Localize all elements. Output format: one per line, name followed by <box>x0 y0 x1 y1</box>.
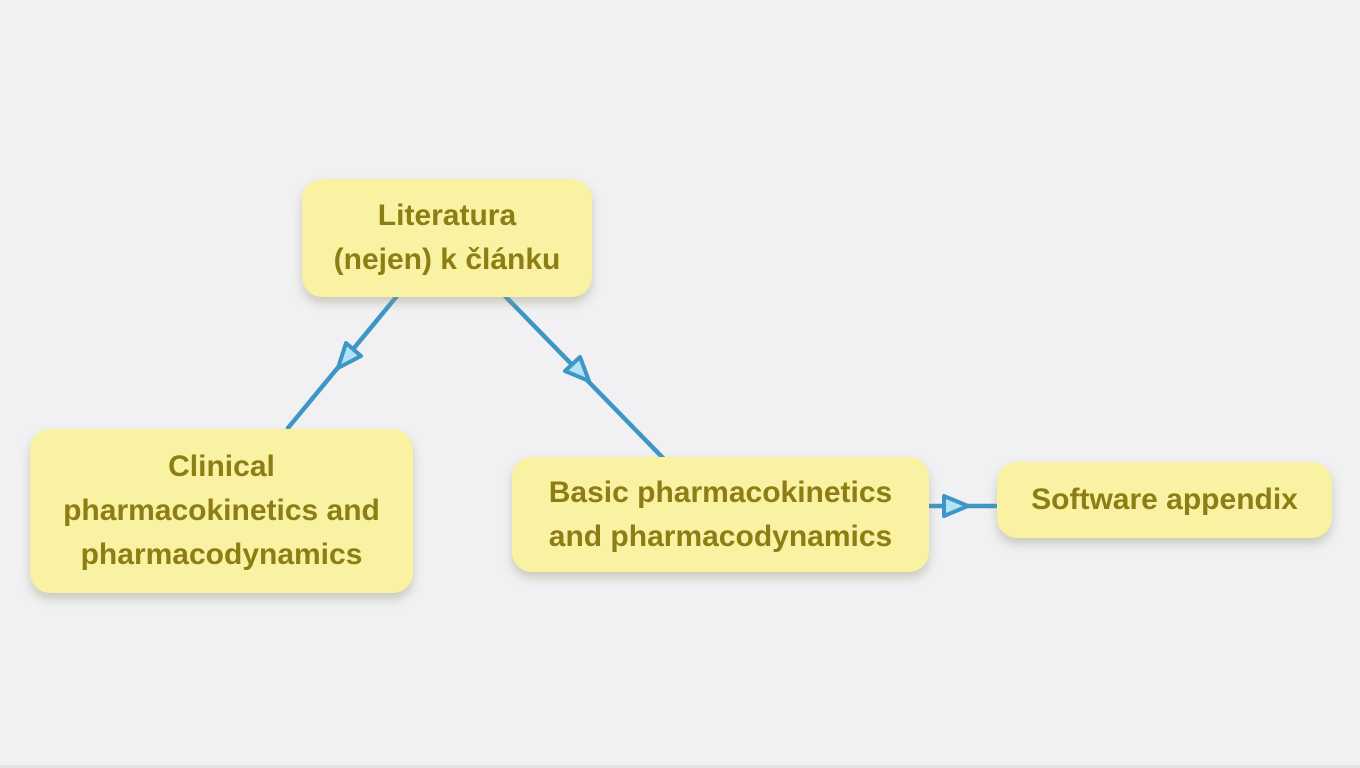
arrowhead-down-right-icon <box>563 355 591 383</box>
arrowhead-right-icon <box>942 494 970 518</box>
node-clinical-pharmacokinetics[interactable]: Clinical pharmacokinetics and pharmacody… <box>30 429 413 593</box>
edge-literatura-basic <box>502 293 666 461</box>
node-label: Literatura (nejen) k článku <box>333 199 561 276</box>
arrowhead-down-left-icon <box>336 341 363 370</box>
edge-basic-software <box>927 494 999 518</box>
node-label: Clinical pharmacokinetics and pharmacody… <box>63 450 380 571</box>
edge-literatura-clinical <box>285 293 400 431</box>
node-basic-pharmacokinetics[interactable]: Basic pharmacokinetics and pharmacodynam… <box>512 457 929 572</box>
node-literatura[interactable]: Literatura (nejen) k článku <box>302 179 592 297</box>
bottom-edge-divider <box>0 765 1360 768</box>
node-label: Basic pharmacokinetics and pharmacodynam… <box>548 475 893 553</box>
node-label: Software appendix <box>1031 483 1298 516</box>
node-software-appendix[interactable]: Software appendix <box>997 462 1332 538</box>
